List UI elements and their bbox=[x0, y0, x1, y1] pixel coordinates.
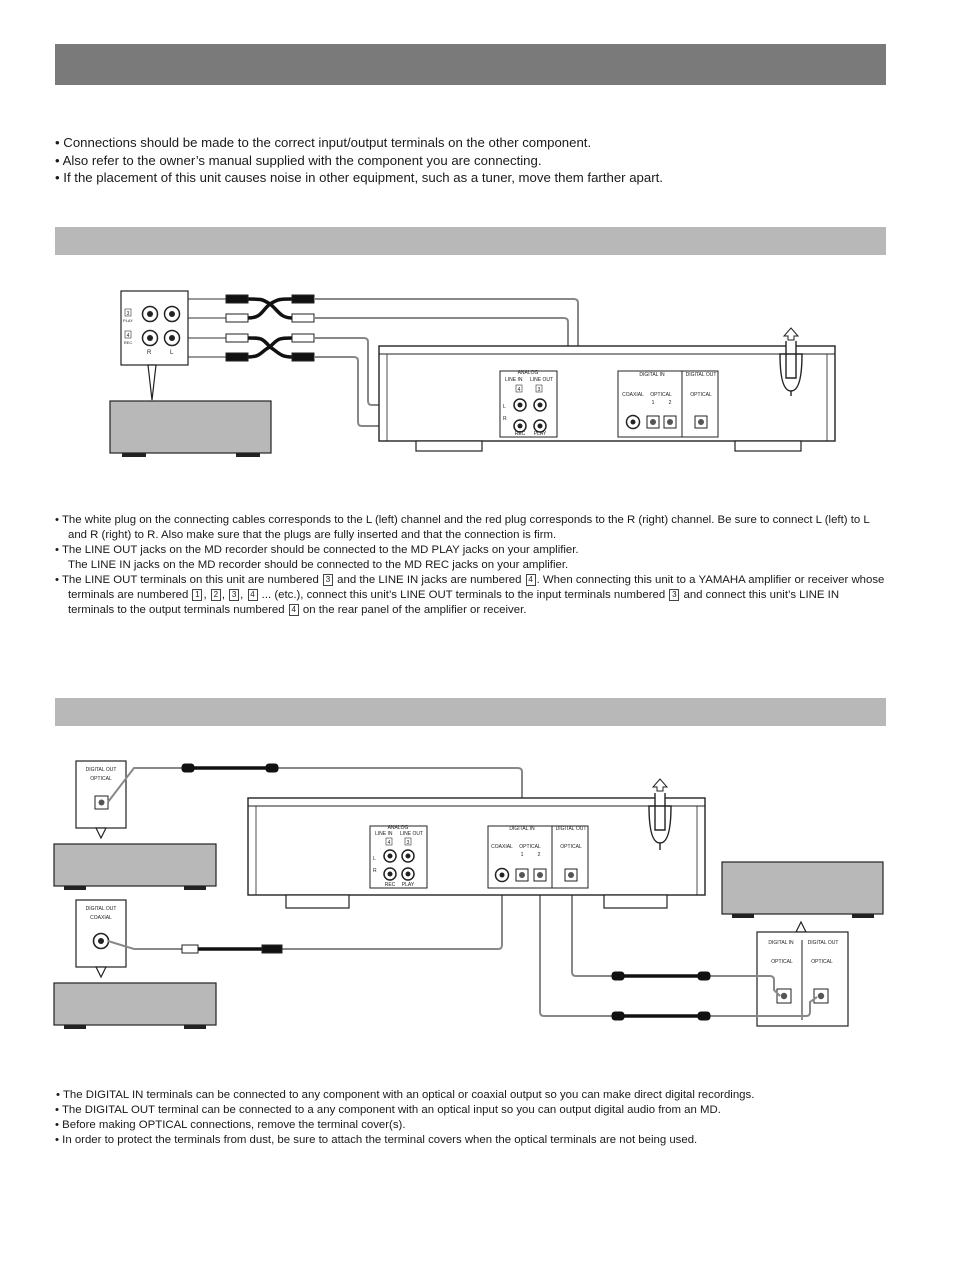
amplifier-box bbox=[109, 400, 272, 457]
note-item: The LINE IN jacks on the MD recorder sho… bbox=[68, 559, 569, 571]
svg-text:COAXIAL: COAXIAL bbox=[90, 915, 112, 921]
section-header-connections bbox=[55, 44, 886, 85]
md-recorder-rear-panel: ANALOG LINE IN LINE OUT 4 3 L R REC PLAY… bbox=[378, 327, 836, 452]
svg-text:DIGITAL OUT: DIGITAL OUT bbox=[556, 826, 587, 832]
note-item: • The LINE OUT jacks on the MD recorder … bbox=[55, 544, 579, 556]
note-item: • The DIGITAL IN terminals can be connec… bbox=[56, 1089, 755, 1101]
power-cord bbox=[779, 327, 803, 396]
intro-list: • Connections should be made to the corr… bbox=[55, 134, 886, 187]
svg-text:OPTICAL: OPTICAL bbox=[519, 844, 541, 850]
svg-text:REC: REC bbox=[385, 882, 396, 888]
svg-text:LINE OUT: LINE OUT bbox=[400, 831, 423, 837]
svg-text:1: 1 bbox=[521, 852, 524, 858]
amplifier-jack-panel: 3 PLAY 4 REC R L bbox=[120, 290, 189, 401]
note-item: • In order to protect the terminals from… bbox=[55, 1134, 698, 1146]
number-badge: 2 bbox=[210, 589, 221, 601]
svg-text:OPTICAL: OPTICAL bbox=[560, 844, 582, 850]
number-badge: 1 bbox=[192, 589, 203, 601]
svg-text:DIGITAL IN: DIGITAL IN bbox=[768, 940, 794, 946]
svg-text:COAXIAL: COAXIAL bbox=[622, 392, 644, 398]
number-badge: 3 bbox=[669, 589, 680, 601]
svg-text:4: 4 bbox=[388, 840, 391, 846]
digital-notes: • The DIGITAL IN terminals can be connec… bbox=[55, 1088, 886, 1148]
svg-text:PLAY: PLAY bbox=[123, 318, 133, 323]
svg-text:DIGITAL IN: DIGITAL IN bbox=[509, 826, 535, 832]
svg-text:OPTICAL: OPTICAL bbox=[690, 392, 712, 398]
svg-text:COAXIAL: COAXIAL bbox=[491, 844, 513, 850]
svg-text:DIGITAL OUT: DIGITAL OUT bbox=[686, 372, 717, 378]
svg-text:L: L bbox=[373, 856, 376, 862]
md-recorder-rear-panel: ANALOG LINE IN LINE OUT 4 3 L R REC PLAY… bbox=[247, 778, 706, 909]
svg-text:OPTICAL: OPTICAL bbox=[650, 392, 672, 398]
svg-text:OPTICAL: OPTICAL bbox=[90, 776, 112, 782]
section-header-analog bbox=[55, 227, 886, 255]
svg-text:L: L bbox=[503, 404, 506, 410]
destination-component: DIGITAL IN DIGITAL OUT OPTICAL OPTICAL bbox=[721, 861, 884, 1027]
power-cord bbox=[648, 778, 672, 850]
analog-connection-diagram: 3 PLAY 4 REC R L bbox=[109, 290, 836, 457]
svg-text:DIGITAL IN: DIGITAL IN bbox=[639, 372, 665, 378]
intro-item: • Connections should be made to the corr… bbox=[55, 135, 592, 150]
svg-text:DIGITAL OUT: DIGITAL OUT bbox=[808, 940, 839, 946]
svg-text:PLAY: PLAY bbox=[402, 882, 415, 888]
number-badge: 4 bbox=[288, 604, 299, 616]
optical-source-component: DIGITAL OUT OPTICAL bbox=[53, 760, 217, 890]
svg-text:DIGITAL OUT: DIGITAL OUT bbox=[86, 767, 117, 773]
svg-text:3: 3 bbox=[538, 387, 541, 393]
note-item: • The DIGITAL OUT terminal can be connec… bbox=[55, 1104, 721, 1116]
number-badge: 3 bbox=[322, 574, 333, 586]
svg-text:LINE OUT: LINE OUT bbox=[530, 377, 553, 383]
svg-text:ANALOG: ANALOG bbox=[388, 825, 409, 831]
svg-text:3: 3 bbox=[127, 311, 130, 317]
svg-text:PLAY: PLAY bbox=[534, 431, 547, 437]
svg-text:1: 1 bbox=[652, 400, 655, 406]
note-item: • The white plug on the connecting cable… bbox=[55, 514, 870, 541]
number-badge: 4 bbox=[247, 589, 258, 601]
section-header-digital bbox=[55, 698, 886, 726]
svg-text:2: 2 bbox=[669, 400, 672, 406]
svg-text:REC: REC bbox=[124, 340, 133, 345]
digital-connection-diagram: DIGITAL OUT OPTICAL DIGITAL OUT COAXIAL … bbox=[53, 760, 884, 1029]
svg-text:L: L bbox=[170, 350, 174, 356]
svg-text:3: 3 bbox=[407, 840, 410, 846]
svg-text:LINE IN: LINE IN bbox=[505, 377, 523, 383]
note-item: • Before making OPTICAL connections, rem… bbox=[55, 1119, 406, 1131]
svg-text:OPTICAL: OPTICAL bbox=[771, 959, 793, 965]
number-badge: 4 bbox=[525, 574, 536, 586]
svg-text:2: 2 bbox=[538, 852, 541, 858]
svg-text:4: 4 bbox=[127, 333, 130, 339]
svg-text:R: R bbox=[147, 350, 152, 356]
digital-cables bbox=[107, 763, 818, 1021]
svg-text:REC: REC bbox=[515, 431, 526, 437]
coaxial-source-component: DIGITAL OUT COAXIAL bbox=[53, 899, 217, 1029]
analog-notes: • The white plug on the connecting cable… bbox=[55, 513, 886, 618]
number-badge: 3 bbox=[229, 589, 240, 601]
svg-text:R: R bbox=[373, 868, 377, 874]
svg-text:OPTICAL: OPTICAL bbox=[811, 959, 833, 965]
svg-text:R: R bbox=[503, 416, 507, 422]
note-item: • The LINE OUT terminals on this unit ar… bbox=[55, 574, 885, 616]
svg-text:DIGITAL OUT: DIGITAL OUT bbox=[86, 906, 117, 912]
intro-item: • If the placement of this unit causes n… bbox=[55, 170, 663, 185]
svg-text:LINE IN: LINE IN bbox=[375, 831, 393, 837]
intro-item: • Also refer to the owner’s manual suppl… bbox=[55, 152, 542, 168]
svg-text:4: 4 bbox=[518, 387, 521, 393]
svg-text:ANALOG: ANALOG bbox=[518, 370, 539, 376]
